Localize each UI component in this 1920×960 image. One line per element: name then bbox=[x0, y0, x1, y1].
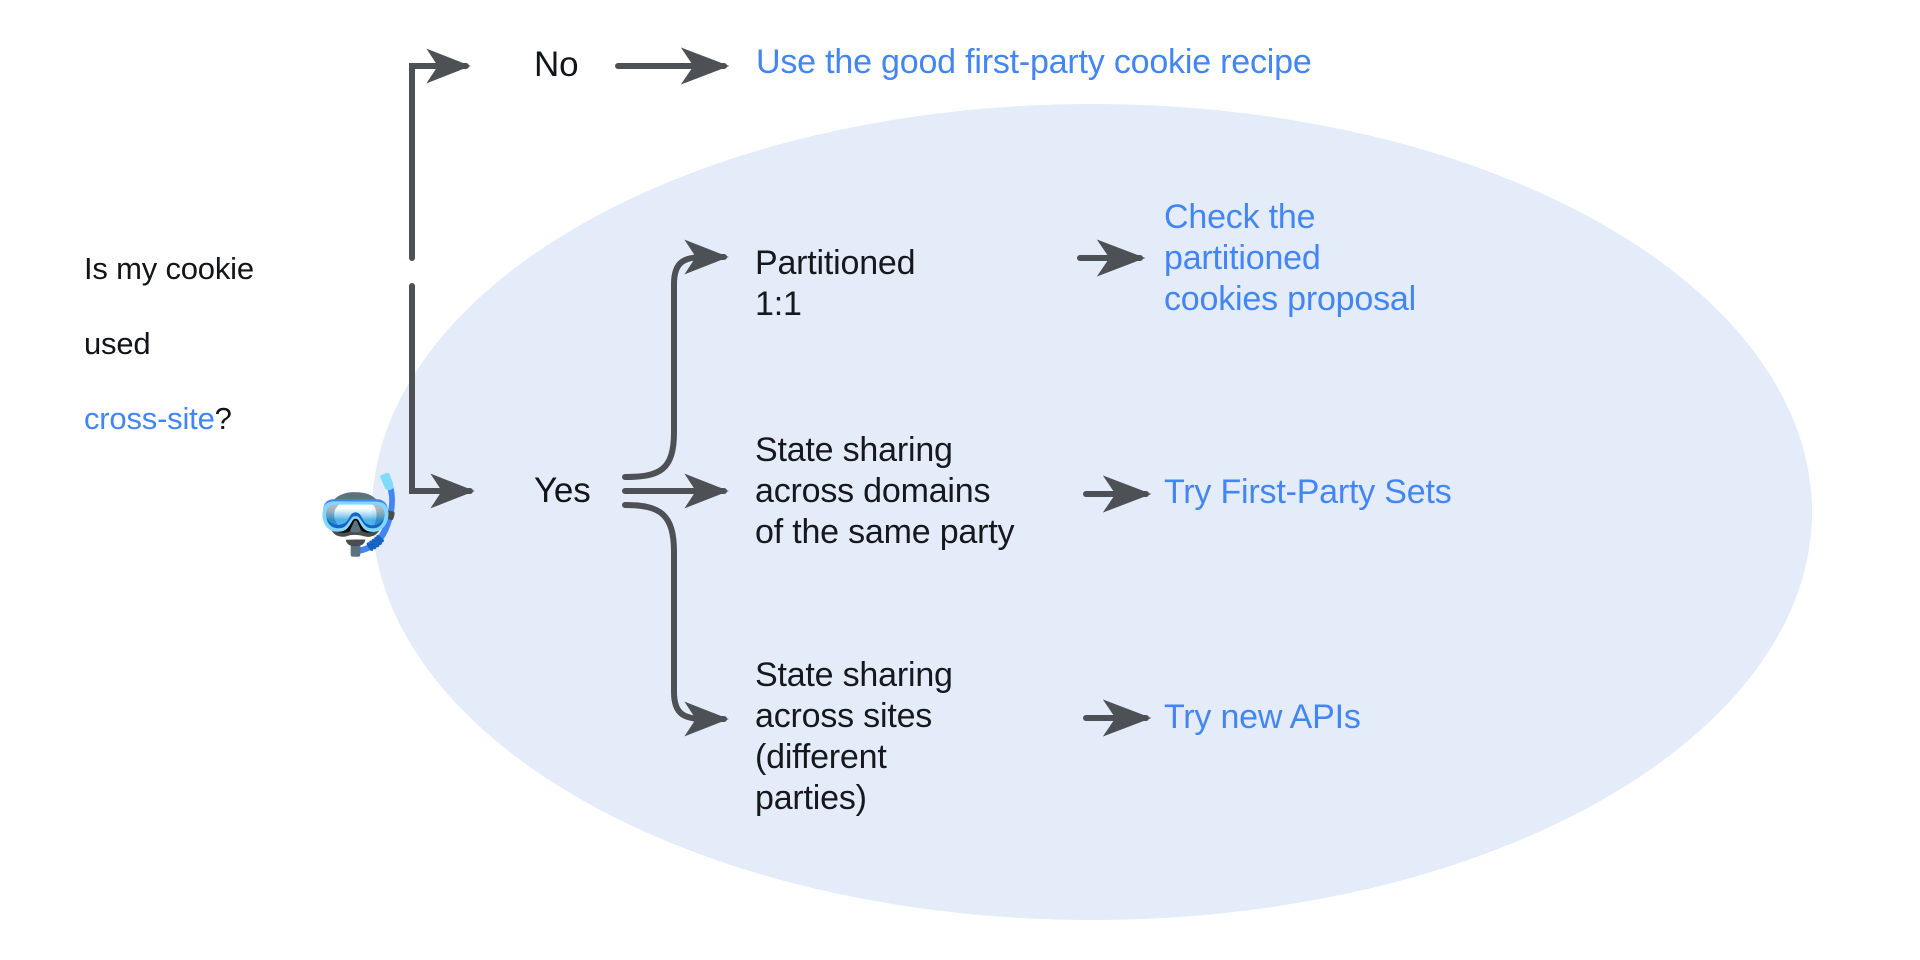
question-line-1: Is my cookie bbox=[84, 250, 254, 286]
option-partitioned: Partitioned 1:1 bbox=[755, 244, 916, 324]
connector-yes-to-state-sites bbox=[622, 502, 729, 737]
result-link-new-apis[interactable]: Try new APIs bbox=[1164, 698, 1361, 736]
branch-label-no: No bbox=[534, 45, 579, 84]
question-node: Is my cookie used cross-site? bbox=[84, 212, 384, 437]
question-highlight: cross-site bbox=[84, 400, 215, 436]
result-link-partitioned-cookies-proposal[interactable]: Check the partitioned cookies proposal bbox=[1164, 198, 1416, 319]
connector-question-to-no bbox=[408, 48, 471, 261]
option-state-sharing-domains: State sharing across domains of the same… bbox=[755, 431, 1015, 552]
question-suffix: ? bbox=[214, 400, 232, 436]
option-state-sharing-sites: State sharing across sites (different pa… bbox=[755, 656, 953, 818]
branch-label-yes: Yes bbox=[534, 471, 591, 510]
diving-mask-icon: 🤿 bbox=[310, 473, 405, 558]
question-line-2: used bbox=[84, 325, 151, 361]
connector-yes-to-partitioned bbox=[622, 239, 729, 480]
connector-question-to-yes bbox=[409, 283, 475, 509]
result-link-first-party-recipe[interactable]: Use the good first-party cookie recipe bbox=[756, 43, 1312, 81]
result-link-first-party-sets[interactable]: Try First-Party Sets bbox=[1164, 473, 1452, 511]
